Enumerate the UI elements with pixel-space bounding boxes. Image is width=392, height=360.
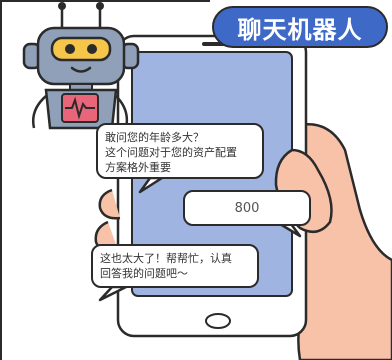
frame-top-line — [0, 0, 210, 2]
robot — [22, 2, 140, 130]
reply-text: 800 — [234, 200, 260, 216]
message-line: 这个问题对于您的资产配置 — [105, 146, 237, 159]
robot-message-1: 敢问您的年龄多大？ 这个问题对于您的资产配置 方案格外重要 — [96, 123, 264, 179]
frame-left-line — [0, 0, 2, 360]
user-reply-message: 800 — [183, 190, 311, 226]
home-button — [205, 313, 231, 329]
message-line: 这也太大了！帮帮忙，认真 — [100, 252, 232, 265]
message-line: 回答我的问题吧～ — [100, 267, 188, 280]
title-badge: 聊天机器人 — [212, 6, 388, 48]
title-text: 聊天机器人 — [237, 15, 363, 44]
message-line: 敢问您的年龄多大？ — [105, 131, 204, 144]
robot-message-2: 这也太大了！帮帮忙，认真 回答我的问题吧～ — [91, 244, 259, 288]
message-line: 方案格外重要 — [105, 161, 171, 174]
